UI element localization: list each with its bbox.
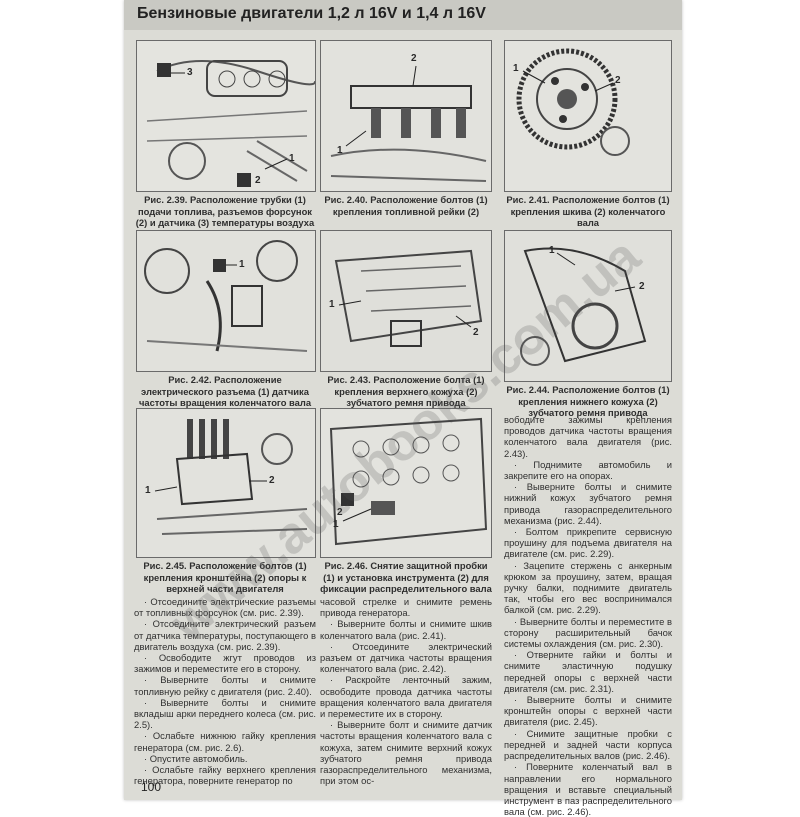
paragraph: · Отсоедините электрические разъемы от т… <box>134 596 316 619</box>
paragraph: · Поднимите автомобиль и закрепите его н… <box>504 458 672 482</box>
paragraph: · Раскройте ленточный зажим, освободите … <box>320 674 492 720</box>
figure-2-44-label-2: 2 <box>639 281 645 292</box>
paragraph: · Выверните болты и снимите кронштейн оп… <box>504 694 672 728</box>
figure-2-45: 1 2 <box>136 408 316 558</box>
paragraph: · Ослабьте нижнюю гайку крепления генера… <box>134 730 316 753</box>
figure-2-44: 1 2 <box>504 230 672 382</box>
figure-2-40-drawing <box>321 41 491 191</box>
figure-2-39-label-1: 1 <box>289 153 295 164</box>
figure-2-46-drawing <box>321 409 491 557</box>
figure-2-41-drawing <box>505 41 671 191</box>
paragraph: · Опустите автомобиль. <box>144 752 248 764</box>
paragraph: · Освободите жгут проводов из зажимов и … <box>134 652 316 675</box>
figure-2-45-label-1: 1 <box>145 485 151 496</box>
figure-2-45-label-2: 2 <box>269 475 275 486</box>
figure-2-44-caption: Рис. 2.44. Расположение болтов (1) крепл… <box>506 384 670 418</box>
figure-2-42-drawing <box>137 231 315 371</box>
page-number: 100 <box>141 780 162 794</box>
figure-2-43-drawing <box>321 231 491 371</box>
paragraph: · Отверните гайки и болты и снимите элас… <box>504 649 672 694</box>
figure-2-43-caption: Рис. 2.43. Расположение болта (1) крепле… <box>327 374 485 408</box>
paragraph: · Зацепите стержень с анкерным крюком за… <box>504 559 672 616</box>
paragraph: · Выверните болты и снимите вкладыш арки… <box>134 696 316 731</box>
figure-2-44-label-1: 1 <box>549 245 555 256</box>
figure-2-46-label-2: 2 <box>337 507 343 518</box>
figure-2-42-caption: Рис. 2.42. Расположение электрического р… <box>138 374 312 408</box>
paragraph: вободите зажимы крепления проводов датчи… <box>504 414 672 459</box>
paragraph: · Снимите защитные пробки с передней и з… <box>504 727 672 762</box>
figure-2-40: 2 1 <box>320 40 492 192</box>
figure-2-40-caption: Рис. 2.40. Расположение болтов (1) крепл… <box>324 194 488 217</box>
figure-2-39-label-3: 3 <box>187 67 193 78</box>
text-column-right: вободите зажимы крепления проводов датчи… <box>504 414 672 817</box>
figure-2-42-label-1: 1 <box>239 259 245 270</box>
paragraph: · Выверните болты и снимите шкив коленча… <box>320 618 492 641</box>
figure-2-46: 1 2 <box>320 408 492 558</box>
figure-2-45-caption: Рис. 2.45. Расположение болтов (1) крепл… <box>143 560 307 594</box>
text-column-left: · Отсоедините электрические разъемы от т… <box>134 596 316 786</box>
paragraph: · Отсоедините электрический разъем от да… <box>134 618 316 652</box>
figure-2-41-caption: Рис. 2.41. Расположение болтов (1) крепл… <box>506 194 670 228</box>
page-title: Бензиновые двигатели 1,2 л 16V и 1,4 л 1… <box>137 5 486 22</box>
figure-2-41: 1 2 <box>504 40 672 192</box>
figure-2-44-drawing <box>505 231 671 381</box>
paragraph: · Выверните болты и снимите топливную ре… <box>134 674 316 697</box>
paragraph: · Болтом прикрепите сервисную проушину д… <box>504 526 672 560</box>
paragraph: · Отсоедините электрический разъем от да… <box>320 640 492 675</box>
paragraph: · Ослабьте гайку верхнего крепления гене… <box>134 764 316 787</box>
figure-2-45-drawing <box>137 409 315 557</box>
figure-2-41-label-2: 2 <box>615 75 621 86</box>
figure-2-43-label-1: 1 <box>329 299 335 310</box>
paragraph: · Поверните коленчатый вал в направлении… <box>504 761 672 817</box>
figure-2-46-caption: Рис. 2.46. Снятие защитной пробки (1) и … <box>320 560 492 594</box>
paragraph: часовой стрелке и снимите ремень привода… <box>320 596 492 619</box>
paragraph: · Выверните болт и снимите датчик частот… <box>320 719 492 787</box>
figure-2-42: 1 <box>136 230 316 372</box>
figure-2-40-label-2: 2 <box>411 53 417 64</box>
figure-2-39-caption: Рис. 2.39. Расположение трубки (1) подач… <box>135 194 315 228</box>
text-column-middle: часовой стрелке и снимите ремень привода… <box>320 596 492 786</box>
figure-2-43-label-2: 2 <box>473 327 479 338</box>
figure-2-39-drawing <box>137 41 315 191</box>
page-header: Бензиновые двигатели 1,2 л 16V и 1,4 л 1… <box>124 0 682 30</box>
figure-2-39: 3 1 2 <box>136 40 316 192</box>
figure-2-46-label-1: 1 <box>333 519 339 530</box>
figure-2-43: 1 2 <box>320 230 492 372</box>
figure-2-41-label-1: 1 <box>513 63 519 74</box>
book-page: Бензиновые двигатели 1,2 л 16V и 1,4 л 1… <box>124 0 682 817</box>
figure-2-39-label-2: 2 <box>255 175 261 186</box>
paragraph: · Выверните болты и переместите в сторон… <box>504 615 672 650</box>
paragraph: · Выверните болты и снимите нижний кожух… <box>504 481 672 526</box>
figure-2-40-label-1: 1 <box>337 145 343 156</box>
